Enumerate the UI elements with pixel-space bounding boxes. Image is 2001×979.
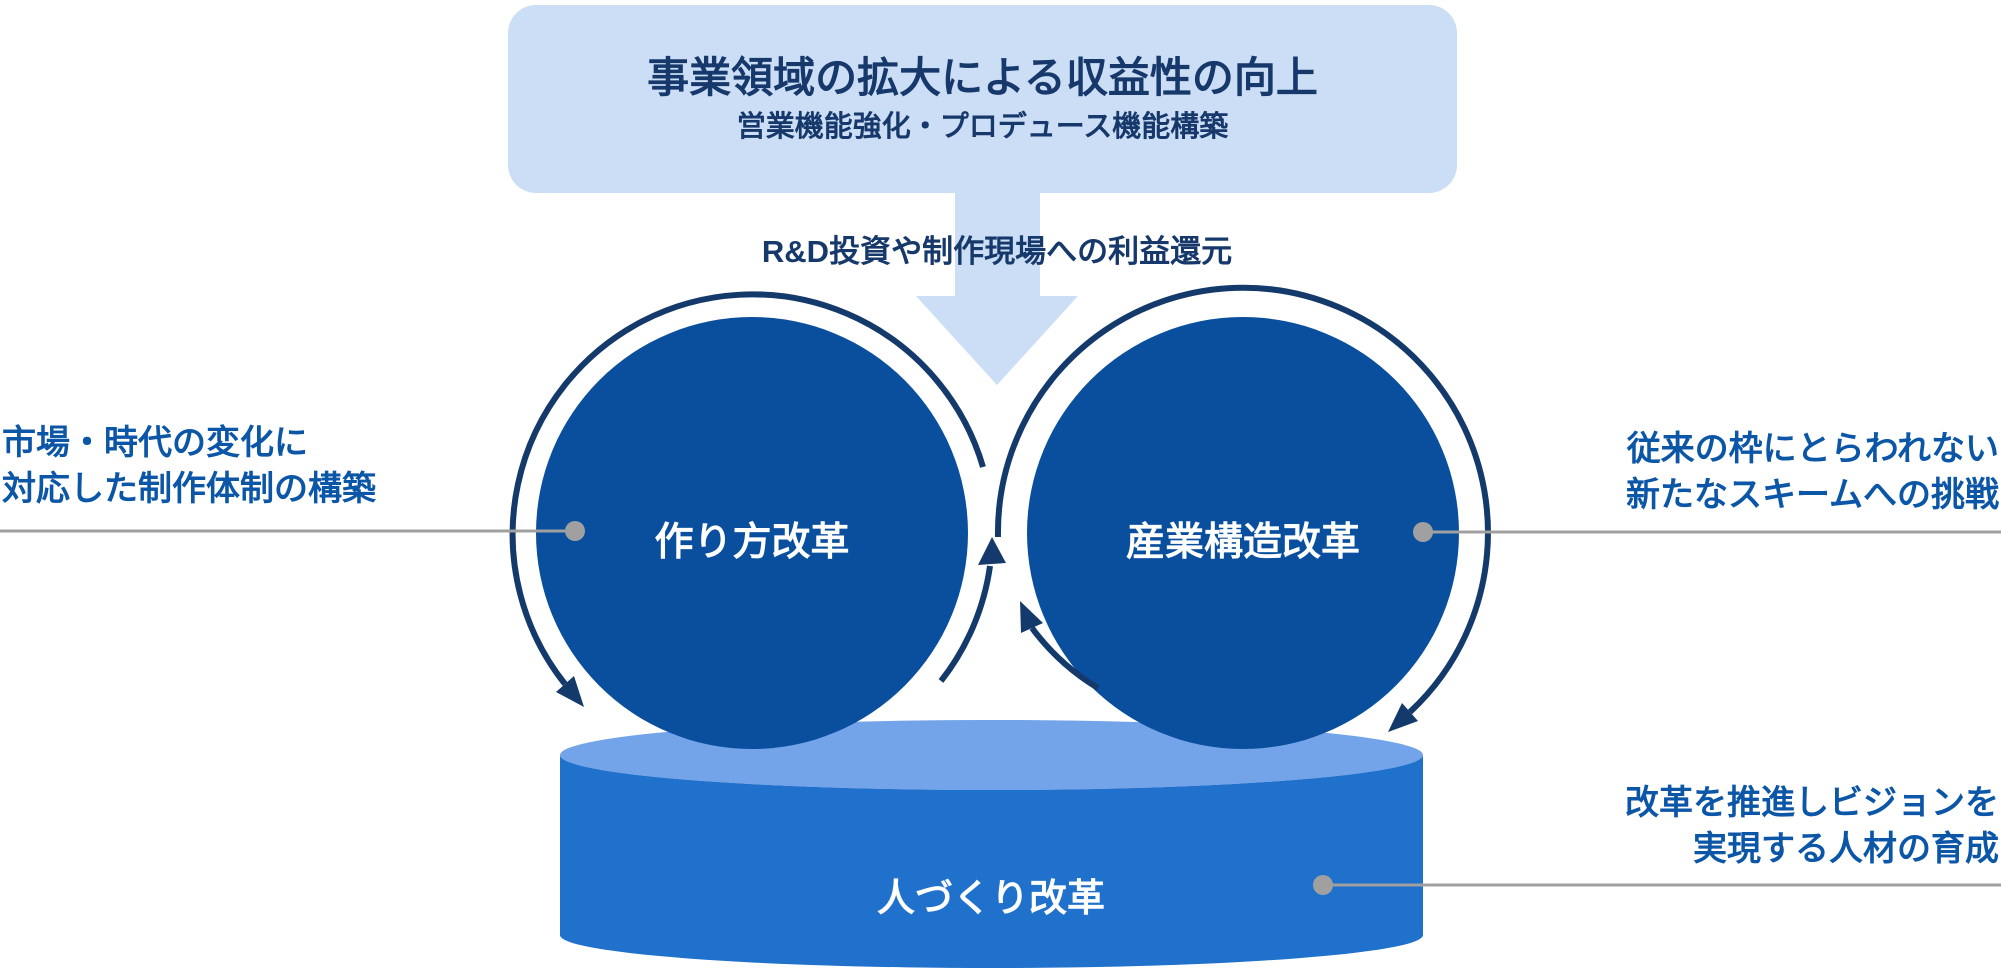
left-connector-dot: [565, 521, 585, 541]
right-connector-dot: [1413, 522, 1433, 542]
bottom-right-annotation-line2: 実現する人材の育成: [1693, 830, 1999, 868]
left-ring-gap-arc: [938, 565, 993, 683]
right-circle-label: 産業構造改革: [1125, 521, 1360, 564]
right-reform-circle: [1027, 317, 1459, 749]
left-ring-arc: [509, 291, 986, 686]
cycle-arrows: [509, 284, 1491, 715]
left-circle-label: 作り方改革: [654, 521, 850, 564]
right-annotation: 従来の枠にとらわれない 新たなスキームへの挑戦: [1626, 426, 1999, 518]
down-arrow-icon: [916, 190, 1078, 385]
top-box-background: [508, 5, 1457, 193]
left-annotation-line2: 対応した制作体制の構築: [2, 470, 376, 508]
right-annotation-line2: 新たなスキームへの挑戦: [1626, 476, 1999, 514]
right-annotation-line1: 従来の枠にとらわれない: [1626, 430, 1999, 468]
left-annotation: 市場・時代の変化に 対応した制作体制の構築: [2, 420, 376, 512]
connector-dots: [565, 521, 1433, 895]
left-reform-circle: [536, 317, 968, 749]
right-ring-arrowhead-icon: [1388, 703, 1418, 732]
bottom-right-connector-dot: [1313, 875, 1333, 895]
annotation-connectors: [0, 529, 2001, 887]
bottom-right-annotation-line1: 改革を推進しビジョンを: [1625, 784, 1999, 822]
left-ring-arrowhead-icon: [556, 676, 584, 707]
top-box-subtitle: 営業機能強化・プロデュース機能構築: [736, 111, 1229, 143]
base-cylinder: [560, 720, 1423, 968]
left-up-arrowhead-icon: [978, 537, 1006, 565]
right-up-arrowhead-icon: [1020, 601, 1043, 633]
right-ring-gap-arc: [1029, 626, 1100, 691]
cycle-arrowheads: [556, 537, 1418, 732]
bottom-right-annotation: 改革を推進しビジョンを 実現する人材の育成: [1625, 780, 1999, 872]
reinvest-flow-label: R&D投資や制作現場への利益還元: [761, 234, 1233, 269]
left-annotation-line1: 市場・時代の変化に: [2, 424, 308, 462]
top-box-title: 事業領域の拡大による収益性の向上: [647, 54, 1318, 101]
cylinder-label: 人づくり改革: [876, 878, 1105, 920]
right-ring-arc: [994, 284, 1491, 715]
cylinder-body: [560, 755, 1423, 968]
